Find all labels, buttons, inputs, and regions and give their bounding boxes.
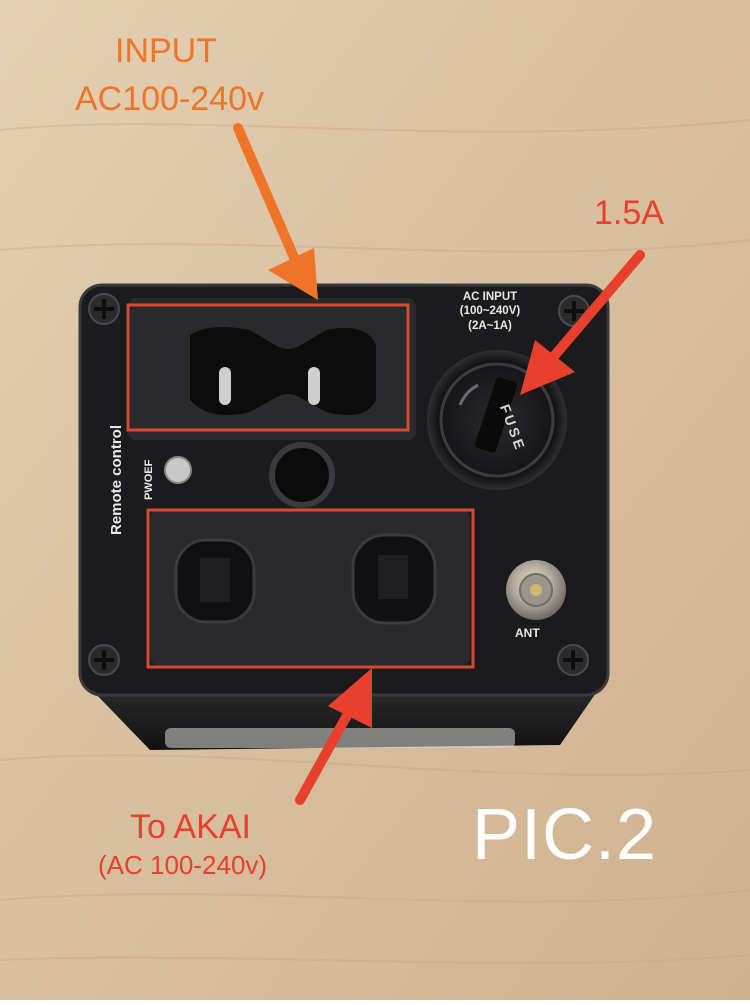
- input-highlight-box: [126, 303, 410, 432]
- pwoef-print: PWOEF: [143, 459, 155, 500]
- input-annotation-title: INPUT: [115, 32, 217, 70]
- screw-bottom-right: [557, 644, 589, 676]
- screw-top-left: [88, 293, 120, 325]
- arrow-down-icon: [233, 123, 318, 300]
- antenna-print: ANT: [515, 626, 540, 640]
- input-annotation-voltage: AC100-240v: [75, 80, 265, 118]
- wood-grain: [0, 119, 750, 964]
- antenna-connector: [506, 560, 566, 620]
- ac-input-current: (2A~1A): [468, 319, 512, 332]
- arrow-up-icon: [295, 668, 372, 805]
- ac-input-voltage: (100~240V): [459, 305, 521, 318]
- ac-input-title: AC INPUT: [462, 291, 518, 303]
- remote-control-print: Remote control: [108, 424, 125, 535]
- output-highlight-box: [146, 508, 475, 669]
- output-annotation-voltage: (AC 100-240v): [98, 850, 268, 880]
- screw-bottom-left: [88, 644, 120, 676]
- panel-hole: [269, 442, 335, 508]
- ac-input-print: AC INPUT (100~240V) (2A~1A): [430, 290, 550, 333]
- power-input-socket: [128, 298, 416, 440]
- picture-label: PIC.2: [472, 795, 658, 875]
- arrow-down-left-icon: [520, 250, 645, 395]
- fuse-rating-annotation: 1.5A: [594, 194, 664, 232]
- power-output-socket: [150, 510, 470, 665]
- output-annotation-title: To AKAI: [130, 808, 251, 846]
- pwoef-led: [164, 456, 192, 484]
